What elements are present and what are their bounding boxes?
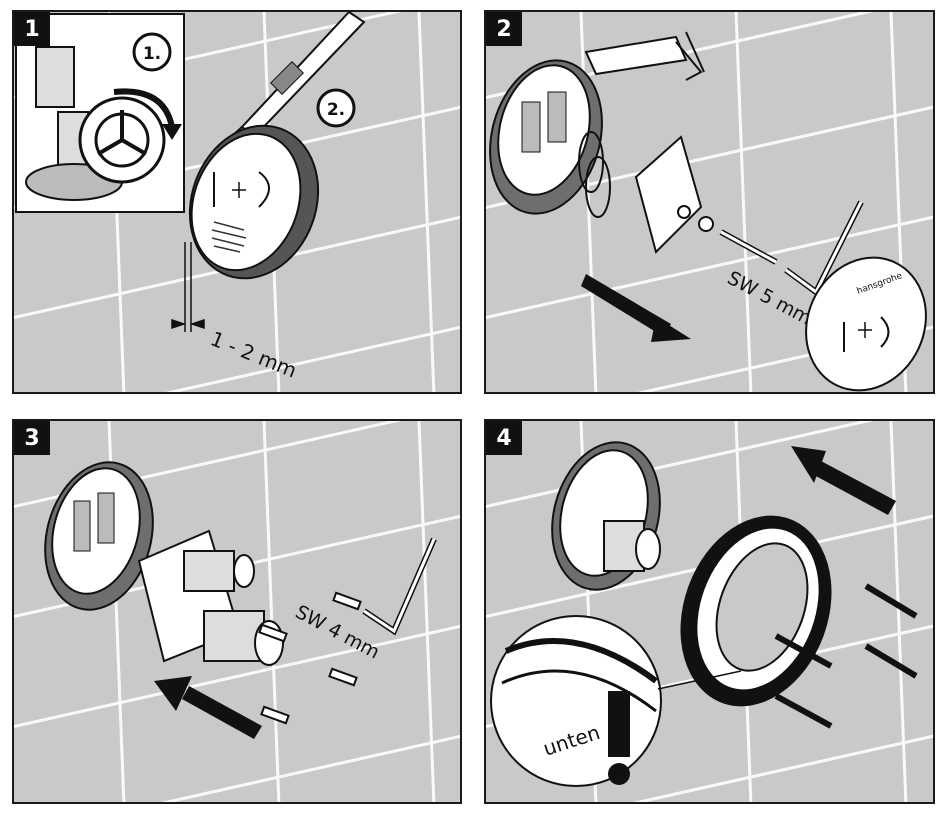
- mounting-ring: [489, 59, 603, 215]
- mounting-ring: [44, 461, 154, 611]
- inset-detail: [15, 13, 185, 213]
- valve-body: [137, 529, 284, 666]
- mounting-screws: [258, 591, 362, 725]
- backplate-flange: [634, 135, 714, 254]
- screwdriver-tool: [213, 12, 366, 153]
- cover-plate: [188, 124, 320, 280]
- direction-arrow: [581, 274, 691, 342]
- allen-key-4mm: [362, 537, 437, 636]
- step-2-illustration: SW 5 mm hansgrohe: [486, 12, 933, 392]
- long-screws: [774, 583, 918, 729]
- step-3-illustration: SW 4 mm: [14, 421, 460, 802]
- allen-key-5mm: [784, 200, 864, 297]
- sealant-gun: [584, 31, 705, 81]
- step-number-badge: 3: [14, 421, 50, 455]
- step-4-panel: 4: [484, 419, 935, 804]
- sealant-bead: [578, 131, 611, 218]
- step-label-1: 1.: [143, 44, 161, 64]
- detail-magnifier: [490, 615, 742, 787]
- step-number-badge: 2: [486, 12, 522, 46]
- step-4-illustration: unten: [486, 421, 933, 802]
- wrench-size-label: SW 5 mm: [724, 267, 816, 330]
- direction-arrow: [154, 676, 262, 739]
- step-1-panel: 1 1. 2.: [12, 10, 462, 394]
- trim-frame: [680, 515, 832, 707]
- trim-cover-disc: hansgrohe: [805, 256, 927, 392]
- gap-dimension: [171, 242, 205, 332]
- screw: [719, 229, 778, 265]
- step-1-illustration: 1. 2. 1 - 2 mm: [14, 12, 460, 392]
- step-number-badge: 1: [14, 12, 50, 46]
- step-3-panel: 3 SW 4 mm: [12, 419, 462, 804]
- direction-arrow: [791, 446, 896, 515]
- step-label-2: 2.: [327, 100, 345, 120]
- step-number-badge: 4: [486, 421, 522, 455]
- installed-valve: [551, 441, 661, 591]
- step-2-panel: 2: [484, 10, 935, 394]
